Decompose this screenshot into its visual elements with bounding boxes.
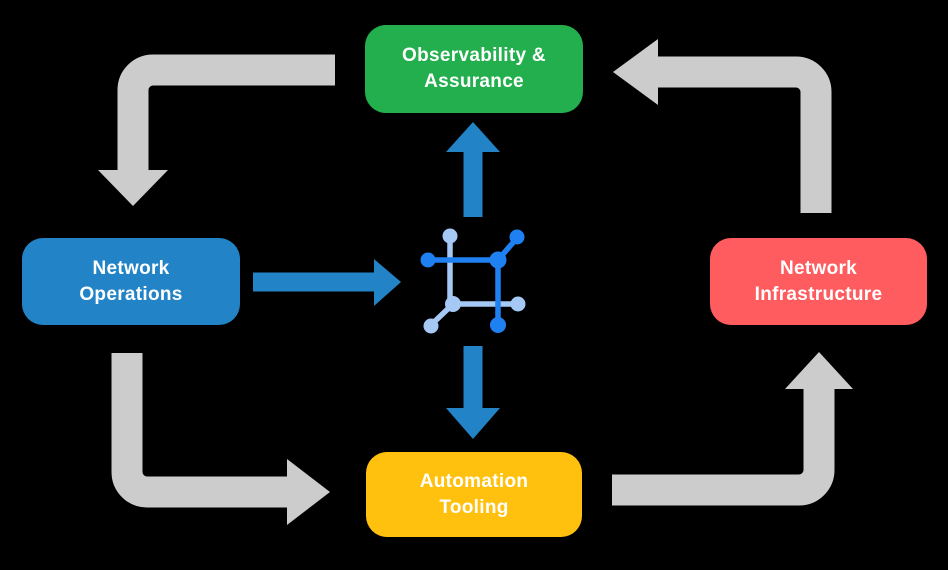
arrow-shaft [658,56,832,213]
arrow-center-to-observability [446,122,500,217]
arrowhead-left-icon [613,39,658,105]
node-label-line: Operations [79,283,183,305]
node-label-line: Network [92,257,170,279]
icon-node-bottom [490,317,506,333]
node-label-line: Assurance [424,71,524,92]
node-label-line: Observability & [402,45,546,66]
node-automation-tooling: Automation Tooling [366,452,582,537]
icon-corner-bottom-left [445,296,461,312]
arrow-shaft [117,54,335,172]
node-observability-assurance: Observability & Assurance [365,25,583,113]
arrowhead-down-icon [98,170,168,206]
node-network-infrastructure: Network Infrastructure [710,238,927,325]
node-label-line: Infrastructure [754,283,883,305]
node-label-line: Tooling [439,496,509,518]
node-network-operations: Network Operations [22,238,240,325]
icon-node-top [442,228,458,244]
arrow-observability-to-operations [98,54,335,206]
arrow-shaft [111,353,289,508]
icon-node-top-right [509,229,525,245]
arrow-operations-to-automation [111,353,330,525]
arrow-shaft [612,388,835,506]
arrowhead-right-icon [374,259,401,306]
arrow-operations-to-center [253,259,401,306]
arrowhead-up-icon [446,122,500,152]
arrow-infrastructure-to-observability [613,39,832,213]
icon-corner-top-right [489,251,507,269]
network-fabric-icon [420,228,526,334]
arrow-center-to-automation [446,346,500,439]
icon-node-bottom-left [423,318,439,334]
arrowhead-up-icon [785,352,853,389]
icon-node-left [420,252,436,268]
arrowhead-down-icon [446,408,500,439]
icon-node-right [510,296,526,312]
node-label-line: Network [779,257,858,279]
arrow-automation-to-infrastructure [612,352,853,506]
node-label-line: Automation [419,470,529,492]
arrowhead-right-icon [287,459,330,525]
